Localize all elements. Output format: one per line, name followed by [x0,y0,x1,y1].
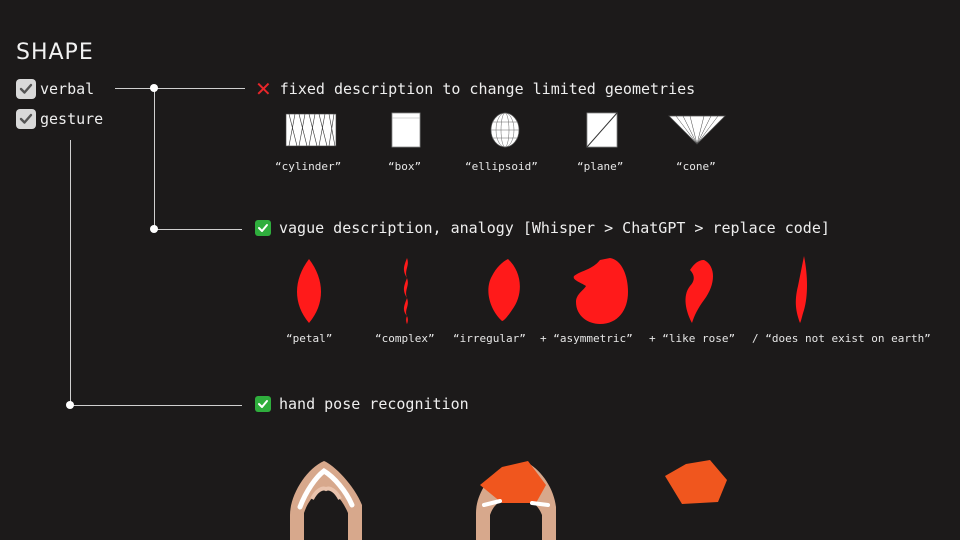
checkbox-checked-icon[interactable] [16,79,36,99]
shape-label: “box” [388,160,422,173]
gesture-label: gesture [40,110,104,128]
shape-label: “cylinder” [275,160,342,173]
cylinder-shape [285,112,337,148]
fixed-text: fixed description to change limited geom… [279,80,696,98]
node-dot [150,225,158,233]
vague-heading: vague description, analogy [Whisper > Ch… [255,219,830,237]
shape-label: “irregular” [453,332,526,345]
shape-label: “plane” [577,160,624,173]
hand-text: hand pose recognition [279,395,469,413]
shape-label: / “does not exist on earth” [752,332,931,345]
verbal-connector [115,88,245,89]
node-dot [150,84,158,92]
shape-label: “cone” [676,160,716,173]
fixed-heading: ✕ fixed description to change limited ge… [255,79,695,99]
hand-connector [70,405,242,406]
shape-label: “ellipsoid” [465,160,538,173]
plane-shape [586,112,618,148]
page-title: SHAPE [16,40,94,65]
hand-pose-image [276,455,376,540]
asymmetric-shape [570,258,632,326]
verbal-label: verbal [40,80,95,98]
vague-text: vague description, analogy [Whisper > Ch… [279,219,830,237]
rose-shape [682,258,716,324]
ellipsoid-shape [490,112,520,148]
shape-label: “complex” [375,332,435,345]
complex-shape [400,258,414,324]
nonexistent-shape [792,256,810,324]
gesture-option[interactable]: gesture [16,109,103,129]
cross-icon: ✕ [255,77,272,101]
hand-pose-result-shape [664,460,728,506]
hand-heading: hand pose recognition [255,395,469,413]
cone-shape [668,114,726,146]
verbal-branch-line [154,88,155,230]
box-shape [391,112,421,148]
petal-shape [295,258,323,324]
vague-connector [154,229,242,230]
irregular-shape [486,258,522,322]
shape-label: + “like rose” [649,332,736,345]
checkbox-checked-icon[interactable] [16,109,36,129]
gesture-branch-line [70,140,71,406]
hand-pose-image [466,455,566,540]
check-icon [255,396,271,412]
shape-label: + “asymmetric” [540,332,633,345]
shape-label: “petal” [286,332,333,345]
verbal-option[interactable]: verbal [16,79,94,99]
node-dot [66,401,74,409]
check-icon [255,220,271,236]
